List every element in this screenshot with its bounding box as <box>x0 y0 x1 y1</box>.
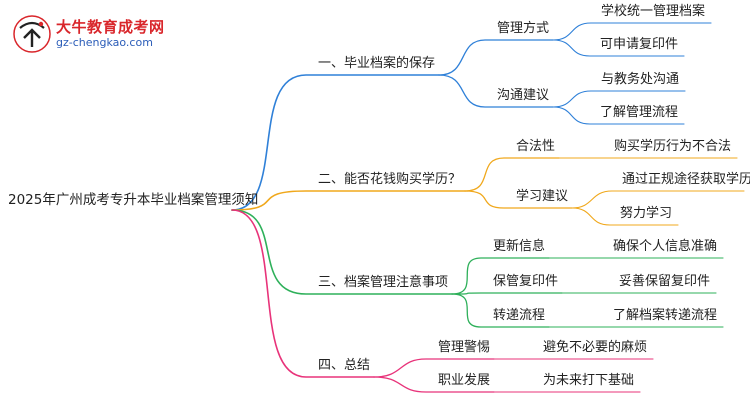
branch-2-sub-2-leaf-2: 努力学习 <box>620 206 673 221</box>
branch-2-connector <box>231 190 466 211</box>
branch-2-sub-2-leaf-1: 通过正规途径获取学历 <box>622 172 750 187</box>
branch-1-label: 一、毕业档案的保存 <box>318 56 436 71</box>
branch-3-sub-3-leaf-1: 了解档案转递流程 <box>613 308 718 323</box>
root-topic: 2025年广州成考专升本毕业档案管理须知 <box>8 192 259 208</box>
branch-1-sub-1-leaf-1-connector <box>552 22 712 41</box>
branch-4-connector <box>231 209 375 378</box>
branch-1-sub-1-leaf-2: 可申请复印件 <box>600 37 679 52</box>
branch-4-sub-1: 管理警惕 <box>438 340 491 355</box>
branch-2-label: 二、能否花钱购买学历？ <box>318 172 462 187</box>
site-logo: 大牛教育成考网 gz-chengkao.com <box>12 14 182 58</box>
branch-3-sub-2: 保管复印件 <box>493 274 559 289</box>
branch-2-sub-2-leaf-2-connector <box>571 207 679 226</box>
branch-1-sub-2-leaf-1: 与教务处沟通 <box>601 72 680 87</box>
logo-title: 大牛教育成考网 <box>56 18 165 36</box>
branch-2-sub-2: 学习建议 <box>516 189 569 204</box>
branch-2-sub-1-connector <box>464 157 560 192</box>
branch-4-sub-1-leaf-1: 避免不必要的麻烦 <box>543 340 648 355</box>
branch-2-sub-1-leaf-1: 购买学历行为不合法 <box>614 139 732 154</box>
branch-4-label: 四、总结 <box>318 358 371 373</box>
branch-1-sub-1-leaf-2-connector <box>552 39 685 57</box>
branch-1-sub-2-leaf-1-connector <box>552 90 686 108</box>
branch-2-sub-1: 合法性 <box>516 139 556 154</box>
bull-logo-icon <box>13 15 51 53</box>
branch-3-sub-2-connector <box>451 292 563 295</box>
branch-4-sub-2-leaf-1: 为未来打下基础 <box>543 373 635 388</box>
logo-url: gz-chengkao.com <box>56 36 153 49</box>
branch-1-connector <box>231 74 440 211</box>
branch-3-sub-1-connector <box>451 257 550 295</box>
branch-4-sub-1-connector <box>373 358 495 378</box>
branch-3-connector <box>231 209 453 295</box>
branch-3-label: 三、档案管理注意事项 <box>318 275 449 290</box>
branch-3-sub-3: 转递流程 <box>493 308 546 323</box>
branch-3-sub-1-leaf-1: 确保个人信息准确 <box>613 239 718 254</box>
branch-1-sub-2-leaf-2: 了解管理流程 <box>600 105 679 120</box>
branch-1-sub-2: 沟通建议 <box>497 88 550 103</box>
branch-1-sub-2-leaf-2-connector <box>552 106 685 125</box>
branch-4-sub-2: 职业发展 <box>438 373 491 388</box>
branch-1-sub-1: 管理方式 <box>497 21 550 36</box>
branch-3-sub-1: 更新信息 <box>493 239 546 254</box>
branch-2-sub-2-leaf-1-connector <box>571 190 745 209</box>
branch-1-sub-1-leaf-1: 学校统一管理档案 <box>601 4 706 19</box>
branch-2-sub-2-connector <box>464 190 573 209</box>
branch-4-sub-2-connector <box>373 376 495 393</box>
branch-1-sub-1-connector <box>438 39 554 76</box>
branch-3-sub-3-connector <box>451 293 550 328</box>
branch-3-sub-2-leaf-1: 妥善保留复印件 <box>619 274 711 289</box>
branch-1-sub-2-connector <box>438 74 554 108</box>
